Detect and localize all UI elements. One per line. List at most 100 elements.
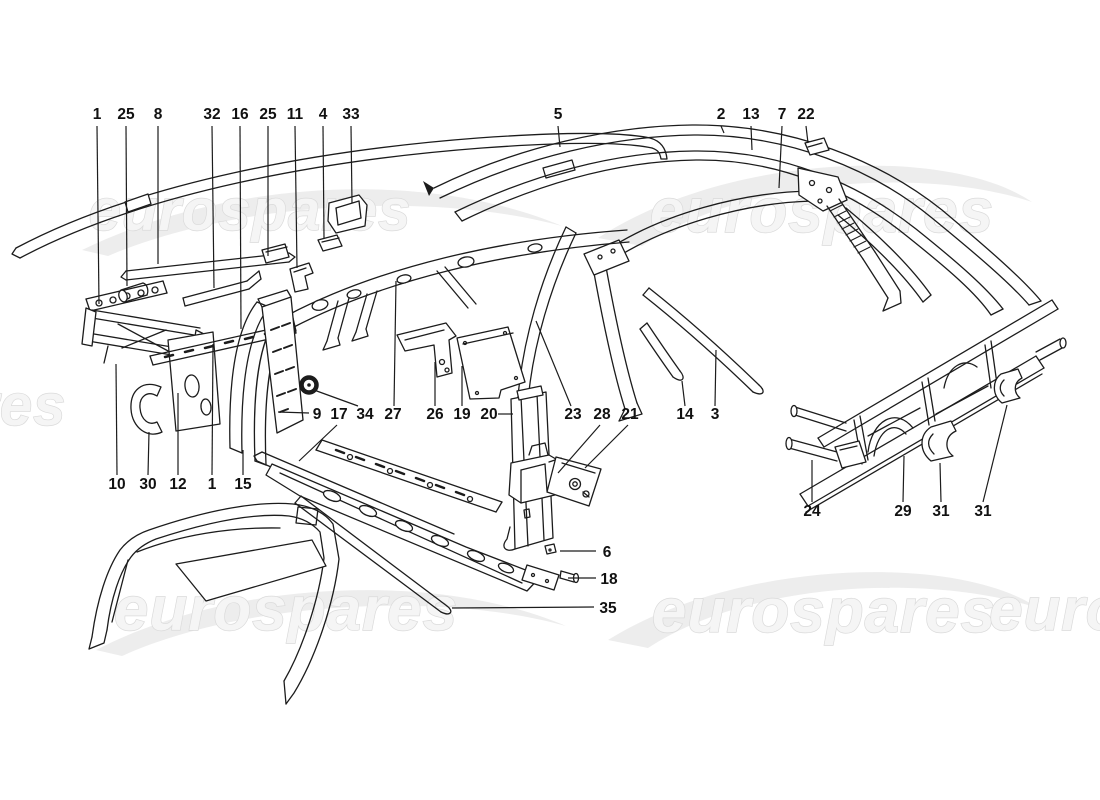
- part-label-10-26: 10: [108, 476, 125, 493]
- leader-line-28-22: [557, 424, 601, 474]
- part-24-tube: [785, 436, 867, 469]
- leader-line-9-14: [277, 411, 310, 414]
- part-31-clip-rear: [993, 368, 1023, 404]
- part-label-15-30: 15: [234, 476, 252, 493]
- leader-line-34-16: [313, 389, 359, 407]
- leader-line-32-3: [211, 125, 215, 289]
- watermark-swoosh: [82, 189, 562, 256]
- leader-line-23-21: [535, 320, 572, 407]
- watermark-swoosh: [608, 572, 1038, 648]
- part-label-30-27: 30: [139, 476, 156, 493]
- part-25-block: [261, 243, 290, 264]
- part-4-wedge: [317, 234, 343, 252]
- leader-line-16-4: [239, 125, 242, 330]
- part-14-pillar-strip: [639, 322, 684, 381]
- part-25-roller: [118, 282, 149, 303]
- part-label-12-28: 12: [169, 476, 186, 493]
- part-2-13-roof-frame: [423, 124, 1042, 316]
- part-22-clip: [804, 137, 830, 156]
- part-35-blade: [294, 495, 452, 615]
- part-8-rail: [120, 252, 296, 281]
- part-3-pillar-blade: [642, 287, 764, 395]
- leader-line-22-13: [805, 125, 809, 144]
- part-label-20-20: 20: [480, 406, 497, 423]
- leader-line-17-15: [298, 424, 338, 462]
- part-34-grommet: [299, 375, 319, 395]
- part-label-21-23: 21: [621, 406, 639, 423]
- part-label-25-5: 25: [259, 106, 277, 123]
- part-label-5-9: 5: [554, 106, 563, 123]
- part-11-bracket: [289, 262, 314, 293]
- leader-line-21-23: [584, 424, 629, 469]
- leader-line-13-11: [750, 125, 753, 151]
- leader-line-30-27: [147, 431, 150, 476]
- part-label-8-2: 8: [154, 106, 163, 123]
- leader-line-2-10: [720, 125, 725, 134]
- part-label-7-12: 7: [778, 106, 787, 123]
- part-label-13-11: 13: [742, 106, 760, 123]
- part-9-perforated-pillar: [257, 289, 304, 434]
- part-17-sill-assembly: [253, 439, 560, 592]
- watermark-text-2: eurospares: [0, 373, 66, 438]
- leader-line-35-37: [451, 606, 595, 609]
- part-33-channel: [327, 194, 368, 234]
- part-label-25-1: 25: [117, 106, 135, 123]
- part-label-16-4: 16: [231, 106, 249, 123]
- part-label-26-18: 26: [426, 406, 444, 423]
- part-label-31-34: 31: [974, 503, 992, 520]
- part-label-18-36: 18: [600, 571, 618, 588]
- leader-line-7-12: [778, 125, 783, 189]
- leader-line-1-0: [96, 125, 100, 305]
- watermark-text-5: eurospares: [989, 576, 1100, 643]
- part-label-2-10: 2: [717, 106, 726, 123]
- leader-line-31-34: [982, 404, 1008, 503]
- leader-line-31-33: [939, 462, 942, 503]
- part-6-bolt: [544, 543, 557, 555]
- leader-line-3-25: [714, 349, 717, 407]
- part-label-24-31: 24: [803, 503, 821, 520]
- part-label-3-25: 3: [711, 406, 720, 423]
- part-label-28-22: 28: [593, 406, 611, 423]
- part-label-22-13: 22: [797, 106, 814, 123]
- rear-frame-assembly: [790, 299, 1067, 513]
- part-label-27-17: 27: [384, 406, 401, 423]
- leader-line-14-24: [681, 380, 686, 407]
- part-label-35-37: 35: [599, 600, 617, 617]
- part-label-14-24: 14: [676, 406, 694, 423]
- part-label-33-8: 33: [342, 106, 360, 123]
- part-label-32-3: 32: [203, 106, 220, 123]
- part-21-plate: [546, 456, 602, 507]
- part-label-4-7: 4: [319, 106, 328, 123]
- watermark-text-4: eurospares: [652, 577, 996, 646]
- leader-line-11-6: [294, 125, 298, 269]
- part-label-1-29: 1: [208, 476, 217, 493]
- part-label-9-14: 9: [313, 406, 322, 423]
- part-30-c-bracket: [130, 383, 163, 435]
- part-label-34-16: 34: [356, 406, 374, 423]
- part-32-strip: [182, 270, 262, 307]
- part-label-1-0: 1: [93, 106, 102, 123]
- part-7-corner-pillar: [583, 167, 932, 422]
- part-31-clip-front: [921, 420, 957, 462]
- part-label-11-6: 11: [287, 106, 304, 123]
- part-label-6-35: 6: [603, 544, 612, 561]
- leader-line-10-26: [115, 363, 118, 476]
- part-19-plate: [456, 326, 526, 400]
- leader-line-27-17: [393, 280, 397, 407]
- part-label-19-19: 19: [453, 406, 471, 423]
- part-label-31-33: 31: [932, 503, 950, 520]
- leader-line-4-7: [322, 125, 325, 239]
- part-12-panel: [167, 331, 221, 432]
- leader-line-25-1: [125, 125, 128, 287]
- part-label-23-21: 23: [564, 406, 582, 423]
- leader-line-5-9: [557, 125, 561, 148]
- part-label-17-15: 17: [330, 406, 347, 423]
- leader-line-33-8: [350, 125, 353, 204]
- part-26-bracket: [396, 322, 457, 378]
- leader-line-1-29: [211, 343, 214, 476]
- part-label-29-32: 29: [894, 503, 912, 520]
- leader-line-29-32: [902, 455, 905, 503]
